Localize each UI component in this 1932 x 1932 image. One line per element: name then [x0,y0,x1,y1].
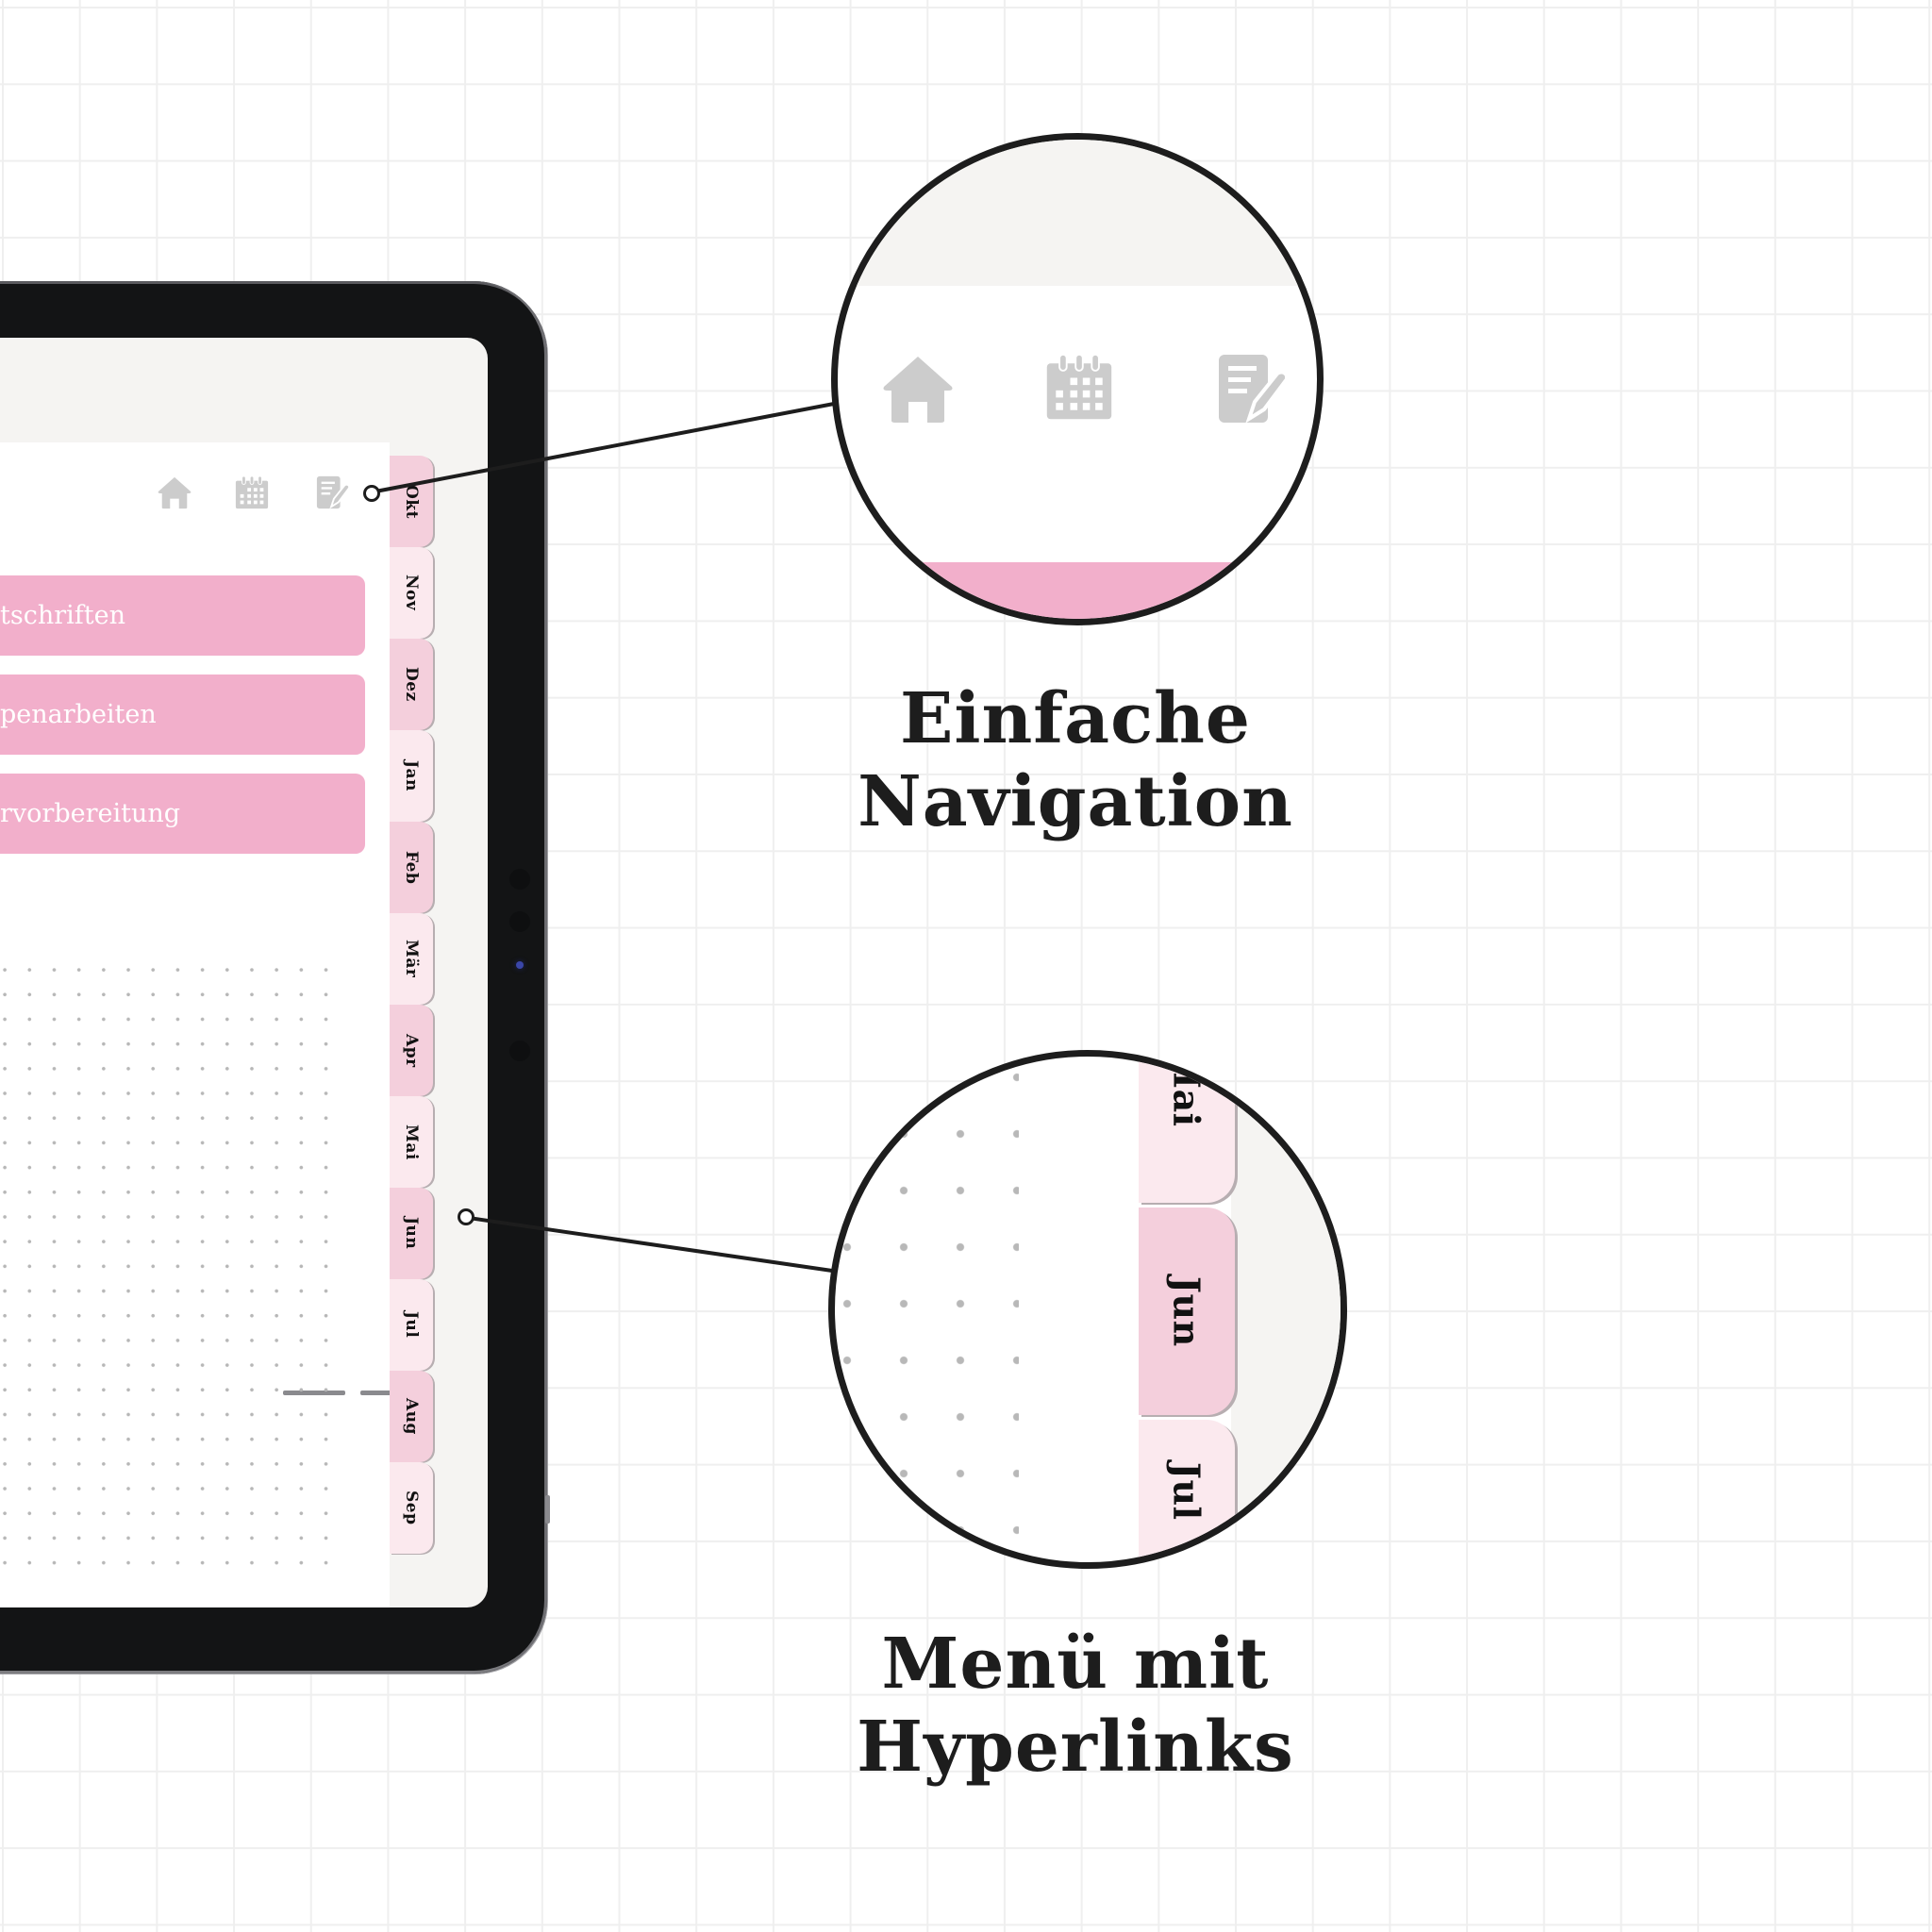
callout-anchor-navigation [363,485,380,502]
tab-label: Mai [1165,1050,1208,1127]
zoom-callout-navigation [831,133,1324,625]
calendar-icon [1043,351,1115,423]
tab-label: Nov [402,575,421,611]
tab-label: Jan [402,760,421,791]
sensor-dot [509,1041,530,1061]
zoom-menu-strip [838,562,1317,619]
zoom-screen-bg [838,140,1317,286]
menu-button-label: tschriften [0,601,125,630]
month-tab-bar: Okt Nov Dez Jan Feb Mär Apr Mai Jun Jul … [390,456,435,1554]
tab-maer[interactable]: Mär [390,913,433,1005]
tab-label: Jun [402,1217,421,1250]
hardware-button [545,1495,550,1524]
zoom-tab-mai: Mai [1139,1050,1235,1203]
tab-label: Mai [402,1124,421,1160]
zoom-screen-margin [1231,1057,1341,1562]
menu-button-2[interactable]: penarbeiten [0,675,365,755]
heading-line-1: Einfache [899,678,1252,759]
tab-sep[interactable]: Sep [390,1462,433,1554]
tab-label: Jul [402,1311,421,1339]
sensor-dot [509,869,530,890]
tab-mai[interactable]: Mai [390,1096,433,1188]
tab-jul[interactable]: Jul [390,1279,433,1371]
heading-line-2: Navigation [858,761,1293,842]
heading-line-2: Hyperlinks [857,1707,1294,1788]
tab-label: Jun [1165,1275,1208,1347]
tab-jun[interactable]: Jun [390,1188,433,1279]
tab-label: Sep [402,1491,421,1525]
tab-label: Feb [402,850,421,885]
tab-label: Aug [402,1398,421,1435]
tab-label: Dez [402,667,421,702]
calendar-icon[interactable] [234,475,270,510]
tab-label: Mär [402,940,421,978]
tab-dez[interactable]: Dez [390,639,433,730]
menu-button-label: penarbeiten [0,700,157,729]
menu-button-1[interactable]: tschriften [0,575,365,656]
heading-line-1: Menü mit [881,1624,1270,1705]
tab-label: Jul [1165,1462,1208,1521]
tab-apr[interactable]: Apr [390,1005,433,1096]
menu-button-label: rvorbereitung [0,799,181,828]
tab-okt[interactable]: Okt [390,456,433,547]
home-icon[interactable] [157,475,192,510]
tab-label: Apr [402,1033,421,1068]
tab-feb[interactable]: Feb [390,822,433,913]
tab-label: Okt [402,484,421,519]
tab-nov[interactable]: Nov [390,547,433,639]
zoom-tab-jul: Jul [1139,1420,1235,1562]
notes-edit-icon[interactable] [315,475,351,510]
zoom-tab-jun: Jun [1139,1208,1235,1415]
tab-aug[interactable]: Aug [390,1371,433,1462]
sensor-dot [509,911,530,932]
notes-edit-icon [1215,351,1291,426]
heading-menue-mit-hyperlinks: Menü mit Hyperlinks [830,1623,1321,1789]
tab-jan[interactable]: Jan [390,730,433,822]
dot-grid-area[interactable] [0,958,336,1569]
zoom-dot-grid [835,1057,1019,1562]
home-icon [880,351,956,426]
zoom-callout-hyperlinks: Mai Jun Jul [828,1050,1347,1569]
menu-button-3[interactable]: rvorbereitung [0,774,365,854]
heading-einfache-navigation: Einfache Navigation [830,677,1321,843]
camera-lens [516,961,524,969]
callout-anchor-hyperlinks [458,1208,475,1225]
